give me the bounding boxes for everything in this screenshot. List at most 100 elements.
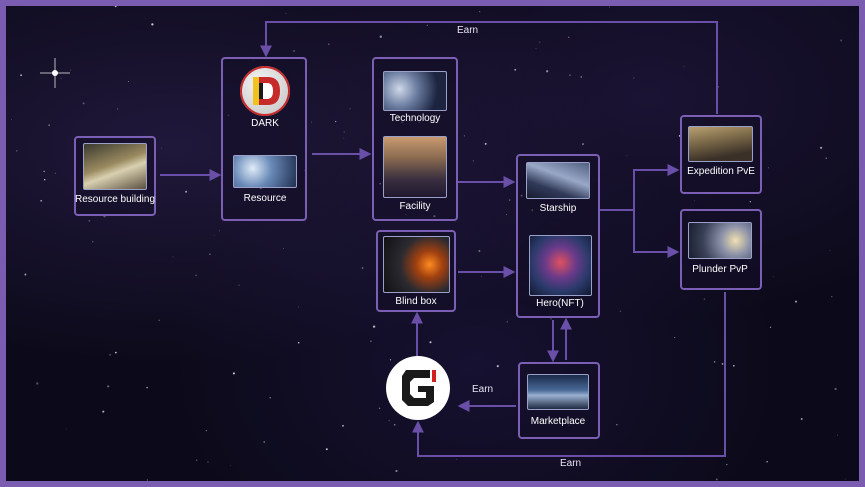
expedition-image <box>688 126 753 162</box>
resource-image <box>233 155 297 188</box>
dark-logo-icon <box>240 66 290 116</box>
star <box>82 102 85 105</box>
star <box>820 146 823 149</box>
star <box>60 78 62 79</box>
star <box>116 108 119 110</box>
star <box>426 24 428 26</box>
g-logo-icon <box>386 356 450 420</box>
star <box>54 172 56 174</box>
star <box>343 131 346 133</box>
star <box>683 66 685 67</box>
star <box>581 143 585 146</box>
star <box>158 319 160 321</box>
star <box>218 230 220 232</box>
star <box>325 448 328 451</box>
star <box>109 353 112 356</box>
star <box>580 76 582 78</box>
marketplace-label: Marketplace <box>530 416 586 427</box>
edge-top-earn <box>260 21 718 114</box>
marketplace-image <box>527 374 589 410</box>
star <box>92 241 94 243</box>
star <box>429 341 432 344</box>
star <box>633 77 635 79</box>
star <box>297 341 300 344</box>
star <box>195 274 197 277</box>
star <box>151 23 154 26</box>
star <box>48 124 50 126</box>
star <box>506 214 508 216</box>
star <box>214 234 215 236</box>
earn-label-middle: Earn <box>472 384 494 395</box>
edge-bottom-earn <box>412 292 726 457</box>
star <box>369 340 372 343</box>
dark-label: DARK <box>251 118 279 129</box>
star <box>285 13 287 14</box>
star <box>539 41 541 43</box>
star <box>185 190 188 193</box>
facility-label: Facility <box>399 201 431 212</box>
star <box>107 385 110 388</box>
star <box>496 364 499 368</box>
star <box>514 68 517 71</box>
star <box>773 276 774 278</box>
star <box>379 35 382 38</box>
star <box>389 359 392 361</box>
star <box>205 429 208 432</box>
star <box>283 248 284 249</box>
resource-label: Resource <box>243 193 287 204</box>
star <box>825 157 827 159</box>
star <box>506 321 509 323</box>
star <box>479 11 481 13</box>
star <box>480 275 482 277</box>
star <box>70 69 72 71</box>
star <box>342 424 344 427</box>
edge-to-expedition <box>633 164 680 210</box>
star <box>767 167 769 169</box>
star <box>713 361 716 363</box>
star <box>349 108 351 110</box>
star <box>20 74 23 77</box>
star <box>626 155 628 157</box>
star <box>844 478 846 480</box>
star <box>535 48 537 49</box>
star <box>115 351 117 354</box>
technology-label: Technology <box>389 113 441 124</box>
star <box>732 364 735 367</box>
star <box>66 428 68 430</box>
star <box>361 267 364 269</box>
star <box>102 410 105 413</box>
star <box>43 170 45 172</box>
star <box>484 142 487 145</box>
star <box>568 74 571 77</box>
star <box>207 461 209 463</box>
star <box>328 43 330 45</box>
star <box>388 420 390 422</box>
star <box>721 362 724 365</box>
star <box>36 382 39 385</box>
star <box>43 178 46 181</box>
plunder-label: Plunder PvP <box>692 264 748 275</box>
star <box>608 6 610 8</box>
star <box>456 458 458 460</box>
star <box>238 284 240 286</box>
star <box>800 418 803 420</box>
star <box>393 423 396 426</box>
facility-image <box>383 136 447 198</box>
star <box>693 200 695 202</box>
star <box>343 137 345 139</box>
star <box>794 300 798 303</box>
technology-image <box>383 71 447 111</box>
star <box>478 250 481 252</box>
star <box>127 80 129 83</box>
star <box>230 465 232 467</box>
star <box>726 463 728 466</box>
starship-image <box>526 162 590 199</box>
star <box>546 70 549 73</box>
star <box>24 273 27 276</box>
blind-box-label: Blind box <box>395 296 437 307</box>
hero-image <box>529 235 592 296</box>
star <box>715 478 718 481</box>
starship-label: Starship <box>539 203 577 214</box>
star <box>160 147 162 149</box>
